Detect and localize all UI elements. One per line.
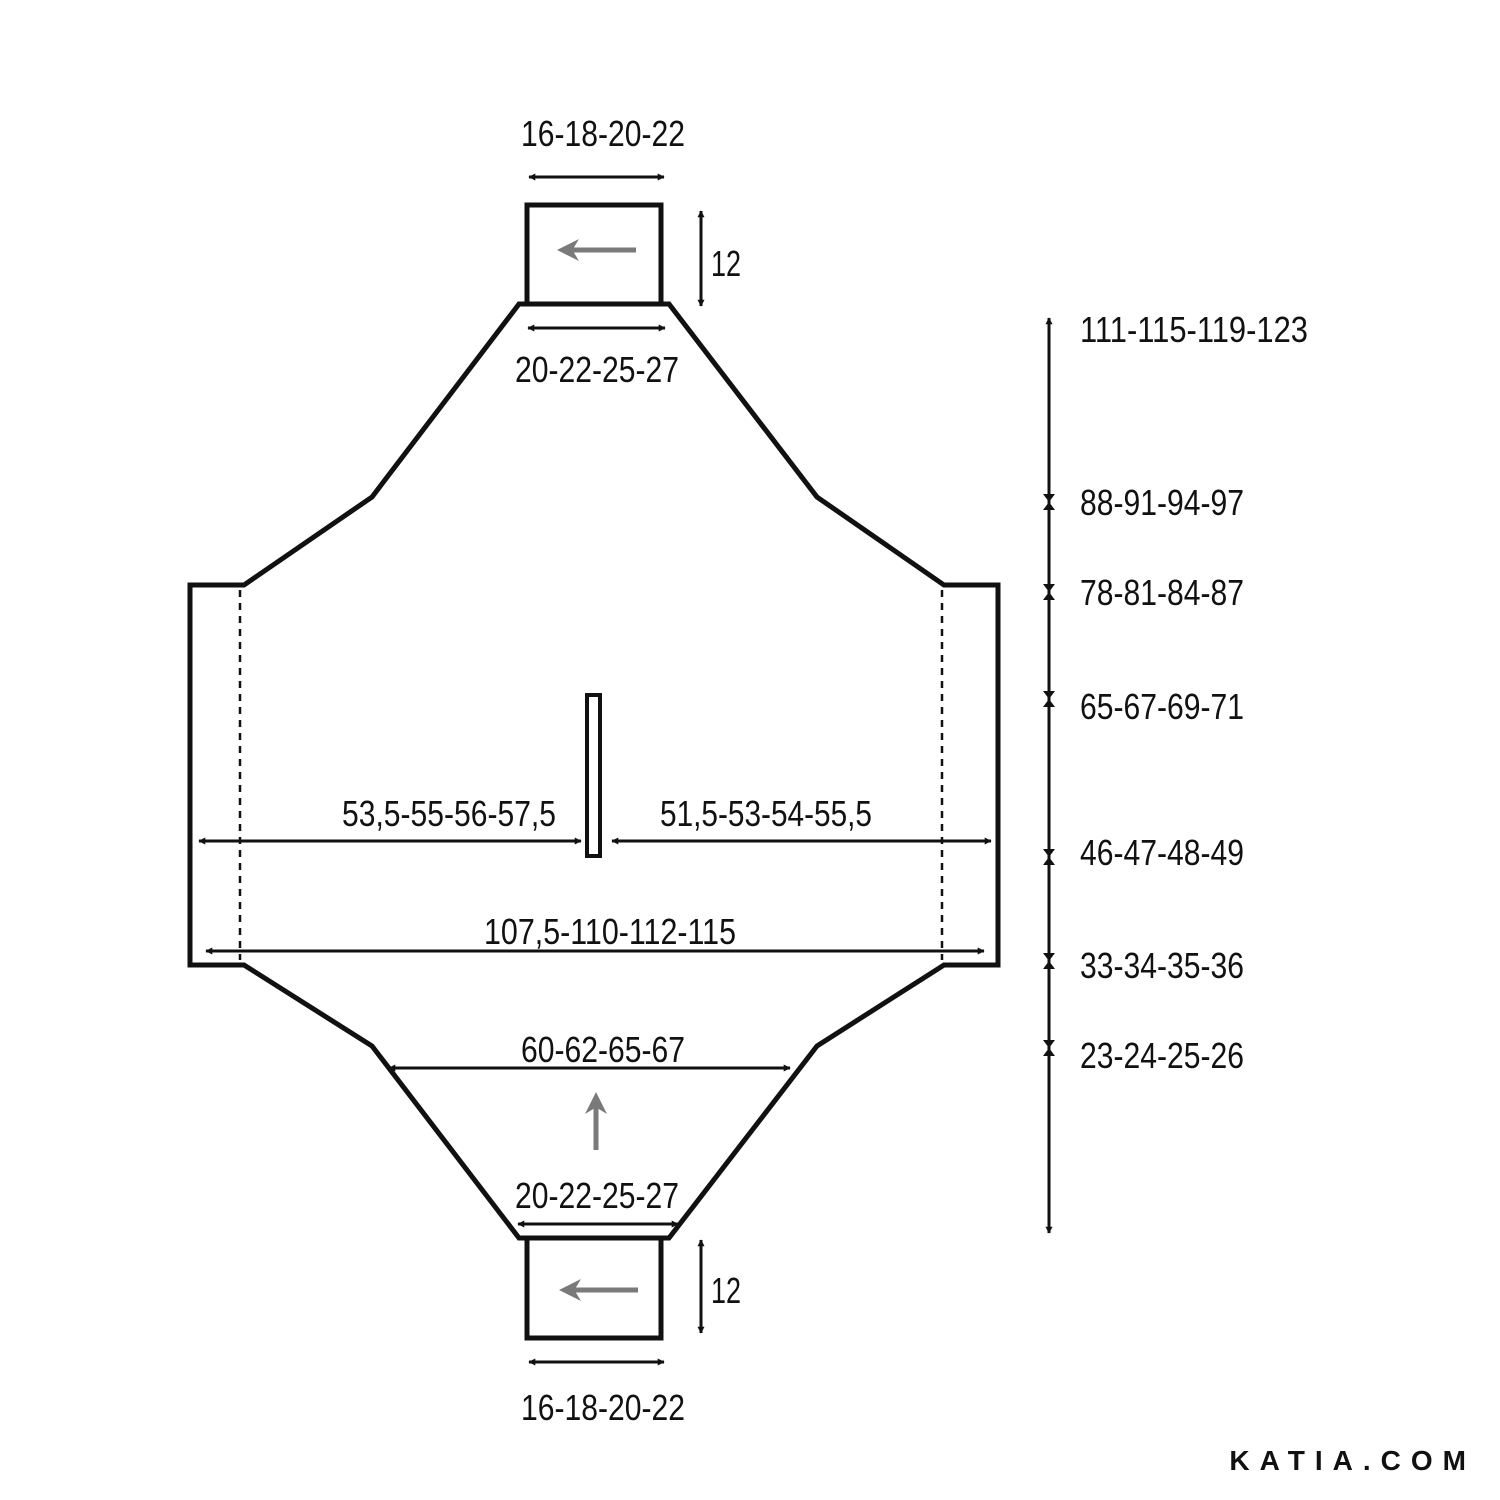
right-half-width-label: 51,5-53-54-55,5 [660,793,872,834]
measurement-labels: 16-18-20-22 12 20-22-25-27 53,5-55-56-57… [342,113,1308,1428]
scale-tick-65 [1043,691,1055,707]
scale-tick-88 [1043,494,1055,510]
dimension-lines [198,173,992,1366]
front-opening [585,693,602,858]
scale-label-88: 88-91-94-97 [1080,482,1244,523]
bottom-cuff-width-label: 16-18-20-22 [521,1387,685,1428]
scale-tick-78 [1043,584,1055,600]
bottom-cuff-height-label: 12 [711,1270,741,1311]
knit-direction-arrows [557,239,638,1301]
scale-label-111: 111-115-119-123 [1080,309,1308,350]
scale-label-78: 78-81-84-87 [1080,572,1244,613]
top-cuff-width-label: 16-18-20-22 [521,113,685,154]
scale-label-46: 46-47-48-49 [1080,832,1244,873]
full-width-label: 107,5-110-112-115 [484,911,736,952]
left-half-width-label: 53,5-55-56-57,5 [342,793,556,834]
body-right-edge [661,301,1001,1241]
body-left-edge [187,301,527,1241]
top-neck-width-label: 20-22-25-27 [515,349,679,390]
vertical-scale [1043,317,1055,1234]
top-cuff-height-label: 12 [711,243,741,284]
brand-logo[interactable]: KATIA.COM [1229,1445,1476,1476]
scale-label-33: 33-34-35-36 [1080,945,1244,986]
scale-label-65: 65-67-69-71 [1080,686,1244,727]
scale-label-23: 23-24-25-26 [1080,1035,1244,1076]
scale-tick-23 [1043,1040,1055,1056]
scale-tick-33 [1043,953,1055,969]
fold-lines [238,302,944,1240]
scale-tick-46 [1043,849,1055,865]
bottom-neck-width-label: 20-22-25-27 [515,1175,679,1216]
lower-width-label: 60-62-65-67 [521,1029,685,1070]
top-cuff [524,202,664,307]
